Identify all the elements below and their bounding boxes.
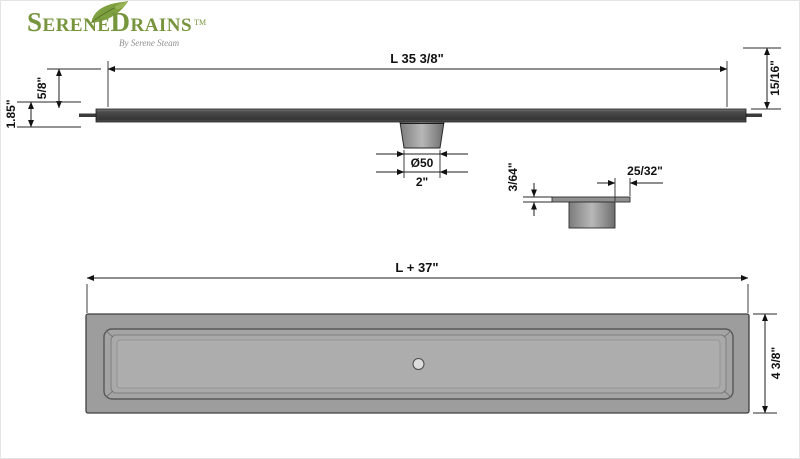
corner-miter-mark (723, 390, 732, 398)
dim-label-length: L 35 3/8" (390, 51, 444, 66)
dim-label-left-height: 1.85" (4, 99, 18, 128)
brand-tagline: By Serene Steam (119, 38, 180, 48)
channel-right-tip (745, 113, 762, 117)
dim-label-flange-thickness: 3/64" (506, 162, 520, 191)
dim-label-edge-height: 5/8" (35, 77, 49, 99)
outlet-cylinder (568, 201, 616, 229)
brand-name: SereneDrains (27, 7, 193, 37)
dim-label-diameter: Ø50 (411, 156, 434, 170)
outlet-detail-view: 3/64" 25/32" (506, 162, 663, 229)
plan-view: L + 37" 4 3/8" (85, 260, 783, 414)
corner-miter-mark (723, 330, 732, 338)
dim-label-overall-length: L + 37" (395, 260, 438, 275)
corner-miter-mark (105, 330, 114, 338)
center-hole (412, 358, 425, 370)
corner-miter-mark (105, 390, 114, 398)
drain-channel-bar (95, 108, 747, 123)
channel-left-tip (79, 113, 97, 117)
dim-label-right-height: 15/16" (768, 60, 782, 96)
dim-label-body-width: 4 3/8" (769, 347, 783, 379)
flange-plate (551, 196, 631, 203)
dim-label-flange-overhang: 25/32" (627, 164, 663, 178)
leaf-icon (90, 1, 128, 24)
dim-label-outlet-width: 2" (416, 175, 428, 189)
drain-outlet (399, 121, 445, 149)
side-view: L 35 3/8" 5/8" 1.85" 15/16" Ø50 (4, 47, 782, 189)
trademark-mark: TM (194, 17, 207, 27)
